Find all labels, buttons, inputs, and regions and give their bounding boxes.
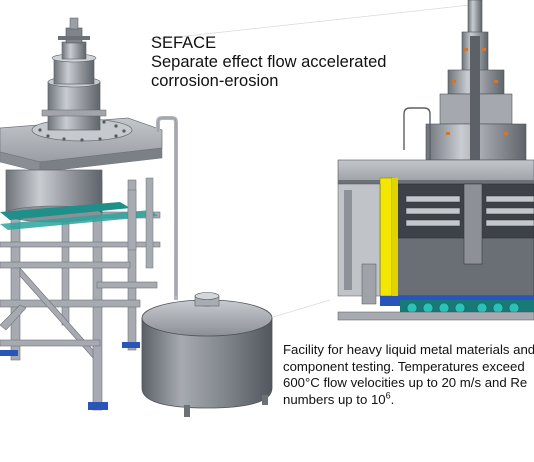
facility-description-line1: Separate effect flow accelerated [151,53,387,71]
caption-line2: component testing. Temperatures exceed [283,358,525,374]
caption-line4-suffix: . [390,391,395,407]
facility-name: SEFACE [151,34,217,52]
frame-feet [0,342,140,410]
caption-line4-prefix: numbers up to 10 [283,391,386,407]
facility-description-line2: corrosion-erosion [151,72,279,90]
caption-line4: numbers up to 106. [283,390,534,409]
caption-line3: 600°C flow velocities up to 20 m/s and R… [283,375,528,390]
figure-title: SEFACE Separate effect flow accelerated … [151,34,386,91]
facility-caption: Facility for heavy liquid metal material… [283,342,534,408]
caption-exponent: 6 [385,390,391,401]
caption-line1: Facility for heavy liquid metal material… [283,342,534,357]
